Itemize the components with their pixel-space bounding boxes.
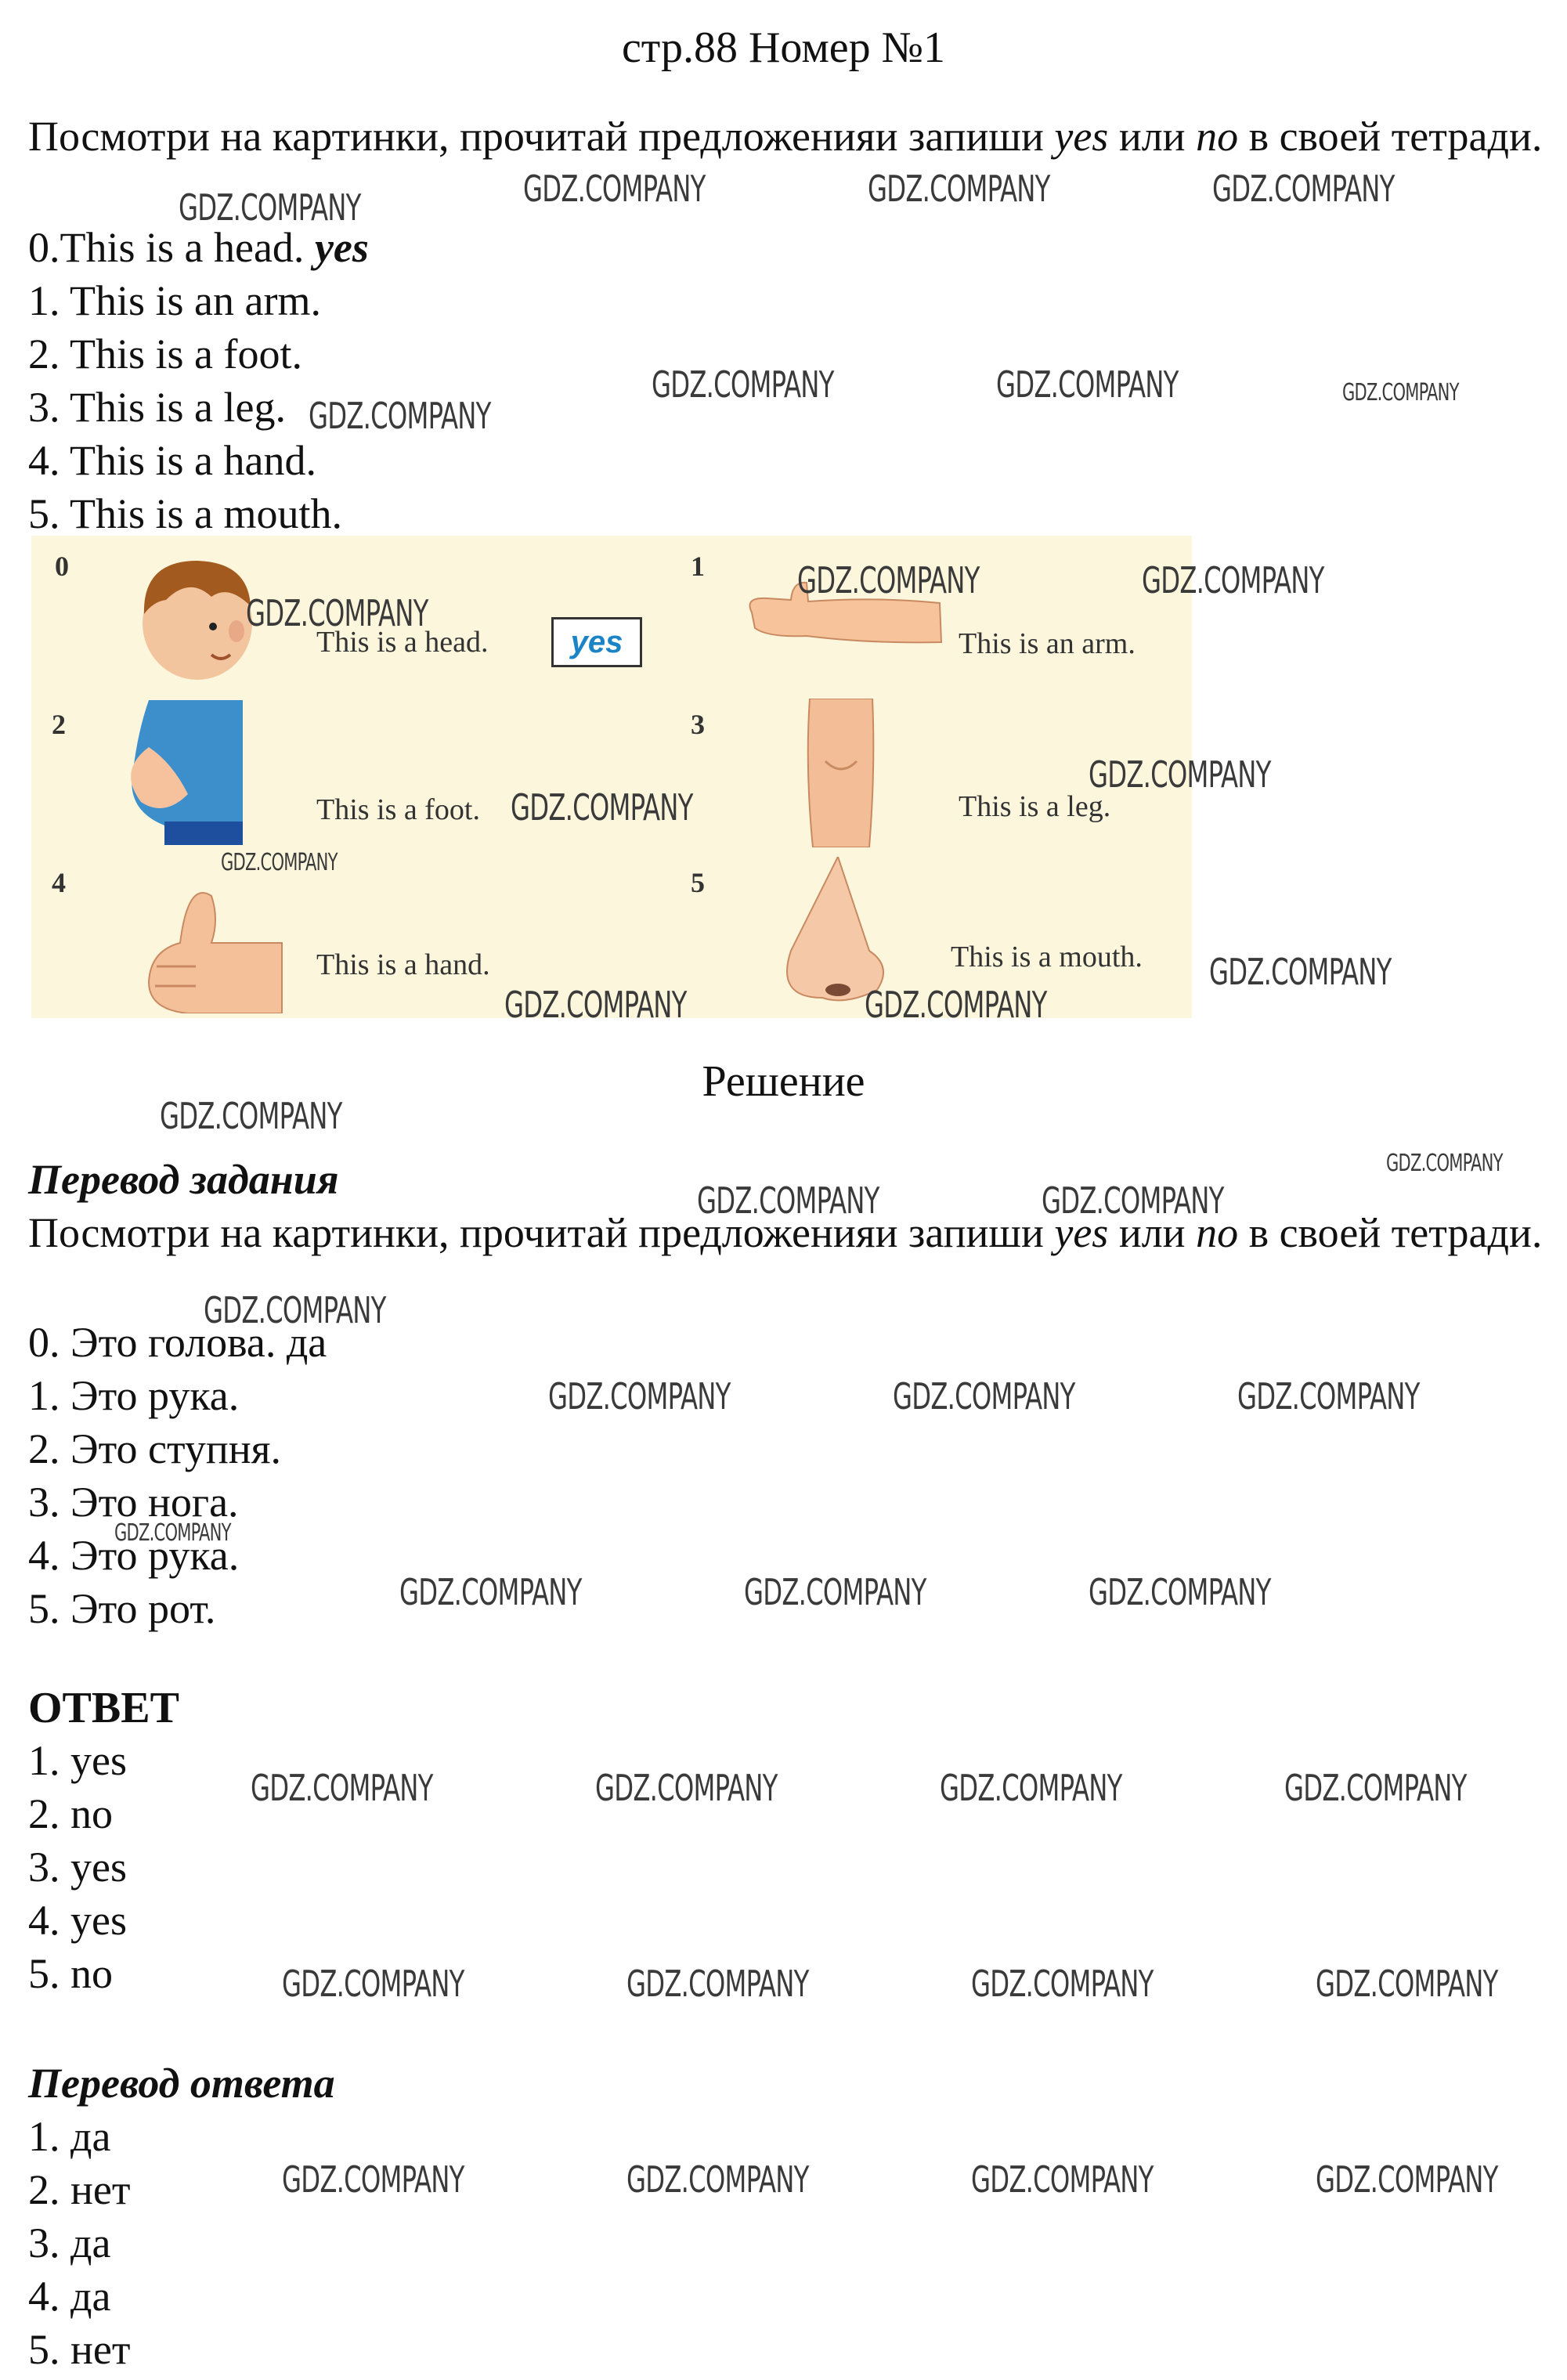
watermark: GDZ.COMPANY: [523, 168, 706, 210]
arm-icon: [749, 581, 943, 644]
watermark: GDZ.COMPANY: [1237, 1375, 1420, 1418]
sentence-2: 2. This is a foot.: [28, 330, 302, 377]
watermark: GDZ.COMPANY: [246, 592, 428, 634]
watermark: GDZ.COMPANY: [697, 1179, 879, 1222]
watermark: GDZ.COMPANY: [251, 1767, 433, 1809]
watermark: GDZ.COMPANY: [282, 1963, 464, 2005]
watermark: GDZ.COMPANY: [865, 984, 1047, 1026]
picture-number: 1: [691, 551, 705, 582]
watermark: GDZ.COMPANY: [204, 1289, 386, 1331]
watermark: GDZ.COMPANY: [1042, 1179, 1224, 1222]
watermark: GDZ.COMPANY: [1386, 1150, 1503, 1177]
nose-icon: [786, 857, 884, 1002]
picture-caption: This is a head.: [316, 626, 489, 659]
watermark: GDZ.COMPANY: [1209, 951, 1392, 993]
sentence-0: 0.This is a head. yes: [28, 224, 369, 271]
watermark: GDZ.COMPANY: [160, 1095, 342, 1137]
belly-icon: [131, 700, 243, 845]
translated-sentence-3: 3. Это нога.: [28, 1479, 239, 1526]
solution-title: Решение: [702, 1057, 865, 1106]
watermark: GDZ.COMPANY: [1089, 1571, 1271, 1613]
watermark: GDZ.COMPANY: [399, 1571, 582, 1613]
watermark: GDZ.COMPANY: [996, 363, 1179, 406]
sentence-1: 1. This is an arm.: [28, 277, 321, 324]
watermark: GDZ.COMPANY: [114, 1519, 231, 1547]
watermark: GDZ.COMPANY: [1142, 559, 1324, 601]
answer-ru-3: 3. да: [28, 2219, 111, 2266]
knee-icon: [807, 699, 875, 847]
answer-heading: ОТВЕТ: [28, 1684, 179, 1732]
watermark: GDZ.COMPANY: [1316, 2158, 1498, 2201]
answer-ru-1: 1. да: [28, 2113, 111, 2160]
watermark: GDZ.COMPANY: [511, 786, 693, 829]
picture-number: 2: [52, 709, 66, 740]
watermark: GDZ.COMPANY: [626, 2158, 809, 2201]
picture-caption: This is a foot.: [316, 793, 480, 826]
answer-ru-5: 5. нет: [28, 2326, 131, 2373]
watermark: GDZ.COMPANY: [868, 168, 1050, 210]
watermark: GDZ.COMPANY: [504, 984, 687, 1026]
picture-caption: This is an arm.: [959, 627, 1136, 660]
page-title: стр.88 Номер №1: [621, 23, 946, 72]
watermark: GDZ.COMPANY: [1316, 1963, 1498, 2005]
watermark: GDZ.COMPANY: [893, 1375, 1075, 1418]
picture-caption: This is a mouth.: [951, 941, 1143, 973]
picture-caption: This is a hand.: [316, 948, 490, 981]
translated-sentence-2: 2. Это ступня.: [28, 1425, 282, 1472]
sentence-5: 5. This is a mouth.: [28, 490, 343, 537]
thumbs-up-hand-icon: [147, 892, 283, 1013]
watermark: GDZ.COMPANY: [652, 363, 834, 406]
watermark: GDZ.COMPANY: [971, 2158, 1154, 2201]
answer-3: 3. yes: [28, 1844, 127, 1891]
answer-2: 2. no: [28, 1790, 113, 1837]
watermark: GDZ.COMPANY: [179, 186, 361, 229]
sentence-3: 3. This is a leg.: [28, 384, 286, 431]
watermark: GDZ.COMPANY: [282, 2158, 464, 2201]
translated-instruction: Посмотри на картинки, прочитай предложен…: [28, 1209, 1543, 1256]
watermark: GDZ.COMPANY: [548, 1375, 731, 1418]
watermark: GDZ.COMPANY: [1284, 1767, 1467, 1809]
answer-translation-heading: Перевод ответа: [28, 2060, 335, 2107]
answer-ru-2: 2. нет: [28, 2166, 131, 2213]
watermark: GDZ.COMPANY: [309, 395, 491, 437]
picture-number: 0: [55, 551, 69, 582]
watermark: GDZ.COMPANY: [797, 559, 980, 601]
answer-4: 4. yes: [28, 1897, 127, 1944]
answer-1: 1. yes: [28, 1737, 127, 1784]
watermark: GDZ.COMPANY: [744, 1571, 926, 1613]
translated-sentence-1: 1. Это рука.: [28, 1372, 240, 1419]
answer-box: yes: [551, 617, 642, 667]
translated-sentence-0: 0. Это голова. да: [28, 1319, 327, 1366]
answer-ru-4: 4. да: [28, 2273, 111, 2320]
watermark: GDZ.COMPANY: [971, 1963, 1154, 2005]
watermark: GDZ.COMPANY: [1089, 753, 1271, 796]
watermark: GDZ.COMPANY: [626, 1963, 809, 2005]
watermark: GDZ.COMPANY: [221, 849, 338, 876]
exercise-picture-panel: 0 This is a head. yes 1 This is an arm. …: [31, 536, 1192, 1018]
translated-sentence-4: 4. Это рука.: [28, 1532, 240, 1579]
picture-number: 3: [691, 709, 705, 740]
sentence-4: 4. This is a hand.: [28, 437, 316, 484]
answer-5: 5. no: [28, 1950, 113, 1997]
picture-number: 4: [52, 867, 66, 898]
picture-caption: This is a leg.: [959, 790, 1111, 823]
boy-head-icon: [143, 561, 252, 680]
translated-sentence-5: 5. Это рот.: [28, 1585, 216, 1632]
watermark: GDZ.COMPANY: [1342, 379, 1459, 406]
task-translation-heading: Перевод задания: [28, 1156, 339, 1203]
watermark: GDZ.COMPANY: [1212, 168, 1395, 210]
watermark: GDZ.COMPANY: [595, 1767, 778, 1809]
task-instruction: Посмотри на картинки, прочитай предложен…: [28, 113, 1543, 160]
sentence-0-answer: yes: [314, 224, 369, 271]
watermark: GDZ.COMPANY: [940, 1767, 1122, 1809]
picture-number: 5: [691, 867, 705, 898]
